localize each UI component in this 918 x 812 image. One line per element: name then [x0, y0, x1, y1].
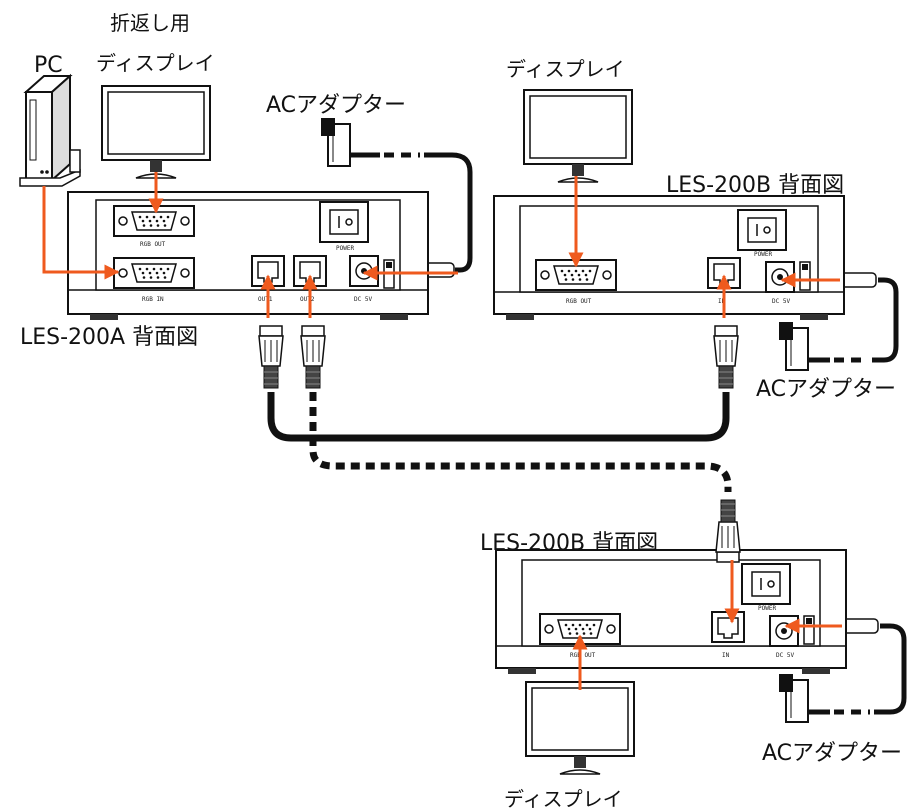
ac-adapter-bottom-icon — [778, 673, 809, 723]
label-ac-adapter-top: ACアダプター — [266, 93, 406, 118]
les200a-rgb-in-port — [113, 257, 195, 289]
label-return-display-2: ディスプレイ — [96, 51, 215, 75]
les200b-bottom-power-switch — [741, 563, 791, 605]
monitor-b2-icon — [525, 681, 635, 775]
lan-plug-out2-icon — [300, 325, 326, 389]
les200a-rgb-out-port — [113, 205, 195, 237]
label-pc: PC — [34, 53, 63, 78]
les200a-rear-panel: RGB OUT RGB IN OUT1 OUT2 POWER DC 5V — [67, 191, 429, 320]
ac-adapter-right-icon — [778, 321, 809, 371]
les200a-power-switch — [319, 201, 369, 243]
label-display-b1: ディスプレイ — [506, 57, 625, 81]
les200b-bottom-rgb-out-label: RGB OUT — [570, 652, 596, 659]
les200a-out1-label: OUT1 — [258, 296, 273, 303]
signal-arrows — [42, 172, 842, 690]
les200a-power-label: POWER — [336, 245, 354, 252]
label-ac-adapter-right: ACアダプター — [756, 377, 896, 402]
les200b-bottom-dc-port — [769, 615, 799, 647]
les200a-dc-port — [349, 255, 379, 287]
lan-plug-out1-icon — [258, 325, 284, 389]
label-les200a: LES-200A 背面図 — [20, 325, 198, 350]
label-les200b-top: LES-200B 背面図 — [666, 173, 844, 198]
les200b-top-power-switch — [737, 209, 787, 251]
lan-plug-b1-icon — [713, 325, 739, 389]
label-ac-adapter-bottom: ACアダプター — [762, 741, 902, 766]
les200a-rgb-in-label: RGB IN — [142, 296, 164, 303]
les200b-bottom-rear-panel: RGB OUT IN POWER DC 5V — [495, 549, 847, 674]
monitor-return-icon — [101, 85, 211, 179]
ac-adapter-top-icon — [320, 117, 351, 167]
les200b-top-dc-port — [765, 261, 795, 293]
les200a-dc-label: DC 5V — [354, 296, 372, 303]
label-return-display-1: 折返し用 — [110, 11, 190, 35]
les200b-bottom-in-port — [711, 611, 745, 643]
les200b-top-in-label: IN — [718, 298, 726, 305]
label-display-b2: ディスプレイ — [504, 787, 623, 811]
lan-plug-b2-icon — [715, 499, 741, 563]
les200a-rgb-out-label: RGB OUT — [140, 241, 166, 248]
les200a-out2-label: OUT2 — [300, 296, 315, 303]
les200b-bottom-dc-label: DC 5V — [776, 652, 794, 659]
les200b-top-dc-label: DC 5V — [772, 298, 790, 305]
les200b-bottom-power-label: POWER — [758, 605, 776, 612]
monitor-b1-icon — [523, 89, 633, 183]
les200b-top-rgb-out-label: RGB OUT — [566, 298, 592, 305]
pc-tower-icon — [19, 73, 81, 187]
les200b-top-rear-panel: RGB OUT IN POWER DC 5V — [493, 195, 845, 320]
les200b-bottom-in-label: IN — [722, 652, 730, 659]
les200b-top-power-label: POWER — [754, 251, 772, 258]
